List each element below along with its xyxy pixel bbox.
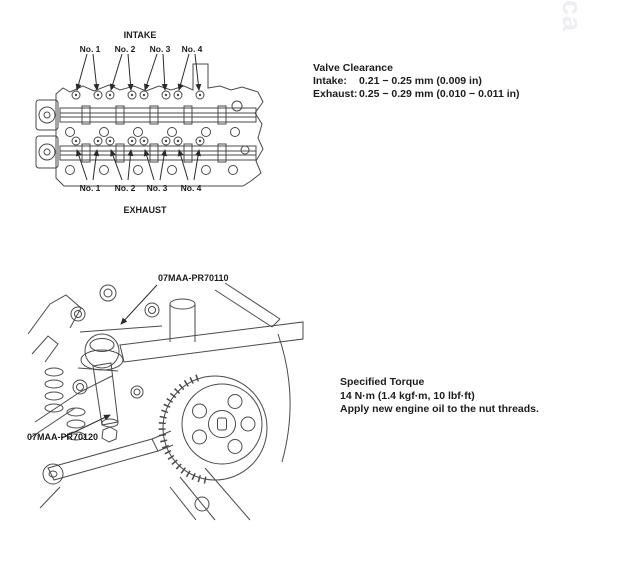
head-bolts — [65, 100, 250, 175]
cylinder-label-exhaust-4: No. 4 — [180, 183, 202, 193]
cylinder-label-exhaust-2: No. 2 — [114, 183, 136, 193]
valve-clearance-title: Valve Clearance — [313, 62, 393, 74]
exhaust-clearance-row: Exhaust: 0.25 − 0.29 mm (0.010 − 0.011 i… — [313, 88, 520, 101]
wrench-handle — [119, 321, 304, 363]
intake-clearance-value: 0.21 − 0.25 mm (0.009 in) — [359, 75, 482, 87]
valve-clearance-spec: Valve Clearance Intake: 0.21 − 0.25 mm (… — [313, 62, 520, 101]
cylinder-label-intake-1: No. 1 — [79, 44, 101, 54]
exhaust-arrows — [76, 149, 201, 181]
exhaust-label: EXHAUST — [123, 205, 167, 215]
torque-title: Specified Torque — [340, 376, 425, 388]
exhaust-adjusters — [71, 136, 205, 146]
wrench-box-end — [80, 349, 124, 371]
cylinder-label-intake-3: No. 3 — [149, 44, 171, 54]
tool-label-pr70120: 07MAA-PR70120 — [27, 432, 99, 442]
tool-illustration — [27, 282, 304, 521]
cylinder-label-intake-2: No. 2 — [114, 44, 136, 54]
cam-pulley — [158, 373, 268, 484]
exhaust-clearance-value: 0.25 − 0.29 mm (0.010 − 0.011 in) — [359, 88, 520, 100]
torque-value: 14 N·m (1.4 kgf·m, 10 lbf·ft) — [340, 389, 475, 402]
torque-spec: Specified Torque 14 N·m (1.4 kgf·m, 10 l… — [340, 376, 539, 417]
locknut-socket — [92, 362, 119, 426]
leader-lines — [61, 284, 158, 439]
cylinder-head-illustration — [35, 53, 264, 187]
lower-background — [39, 467, 251, 521]
intake-clearance-row: Intake: 0.21 − 0.25 mm (0.009 in) — [313, 75, 520, 88]
exhaust-clearance-label: Exhaust: — [313, 88, 358, 100]
tool-label-pr70110: 07MAA-PR70110 — [158, 273, 229, 283]
intake-adjusters — [71, 90, 205, 100]
intake-label: INTAKE — [123, 30, 157, 40]
cylinder-label-exhaust-3: No. 3 — [146, 183, 168, 193]
intake-arrows — [75, 53, 202, 91]
torque-note: Apply new engine oil to the nut threads. — [340, 403, 539, 415]
valve-location-diagram: INTAKE No. 1 No. 2 No. 3 No. 4 No. 1 No.… — [30, 28, 280, 223]
adjustment-tool-diagram: 07MAA-PR70110 07MAA-PR70120 — [20, 272, 320, 522]
lower-wrench-handle — [47, 438, 159, 481]
cylinder-label-exhaust-1: No. 1 — [79, 183, 101, 193]
watermark-text: ca — [557, 0, 587, 33]
locknut — [101, 426, 118, 443]
adjuster-wrench-head — [84, 333, 120, 369]
intake-clearance-label: Intake: — [313, 75, 347, 87]
cylinder-label-intake-4: No. 4 — [181, 44, 203, 54]
